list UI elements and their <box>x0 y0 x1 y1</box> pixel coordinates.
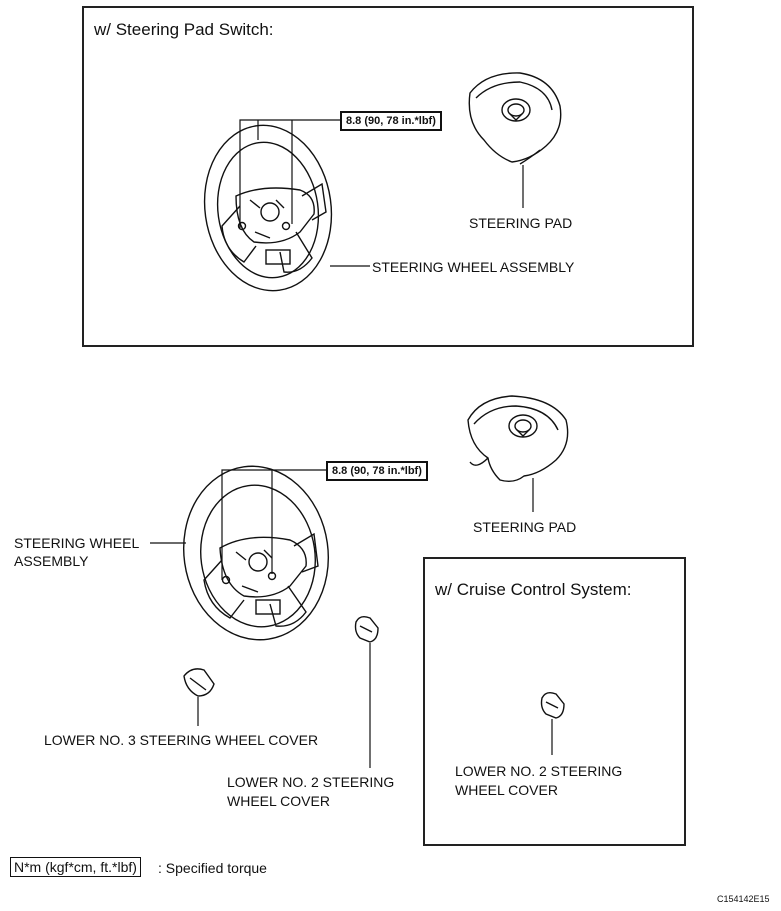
figure-code: C154142E15 <box>717 894 770 904</box>
lower-no3-cover-label: LOWER NO. 3 STEERING WHEEL COVER <box>44 732 319 748</box>
lower-no2-cover-label-line2: WHEEL COVER <box>227 793 330 809</box>
lower-no2-cover-illustration <box>354 615 379 643</box>
bottom-steering-wheel-illustration <box>182 465 330 641</box>
cruise-panel-frame <box>423 557 686 846</box>
lower-no3-cover-illustration <box>183 668 215 697</box>
lower-no2-cover-label-line1: LOWER NO. 2 STEERING <box>227 774 395 790</box>
top-steering-pad-label: STEERING PAD <box>469 215 573 231</box>
cruise-lower-no2-cover-illustration <box>540 691 565 719</box>
top-panel-title: w/ Steering Pad Switch: <box>94 20 274 39</box>
cruise-panel-title: w/ Cruise Control System: <box>435 580 632 599</box>
cruise-lower-no2-label-line1: LOWER NO. 2 STEERING <box>455 763 623 779</box>
cruise-lower-no2-label-line2: WHEEL COVER <box>455 782 558 798</box>
torque-unit-legend: N*m (kgf*cm, ft.*lbf) <box>10 857 141 877</box>
top-panel-frame <box>82 6 694 347</box>
bottom-steering-wheel-label-line2: ASSEMBLY <box>14 553 89 569</box>
top-steering-wheel-illustration <box>203 124 333 292</box>
bottom-steering-pad-illustration <box>467 395 569 483</box>
top-steering-wheel-label: STEERING WHEEL ASSEMBLY <box>372 259 575 275</box>
bottom-steering-pad-label: STEERING PAD <box>473 519 577 535</box>
top-steering-pad-illustration <box>468 72 562 165</box>
top-torque-spec: 8.8 (90, 78 in.*lbf) <box>340 111 442 131</box>
bottom-torque-spec: 8.8 (90, 78 in.*lbf) <box>326 461 428 481</box>
torque-legend-description: : Specified torque <box>158 860 267 876</box>
bottom-steering-wheel-label-line1: STEERING WHEEL <box>14 535 140 551</box>
